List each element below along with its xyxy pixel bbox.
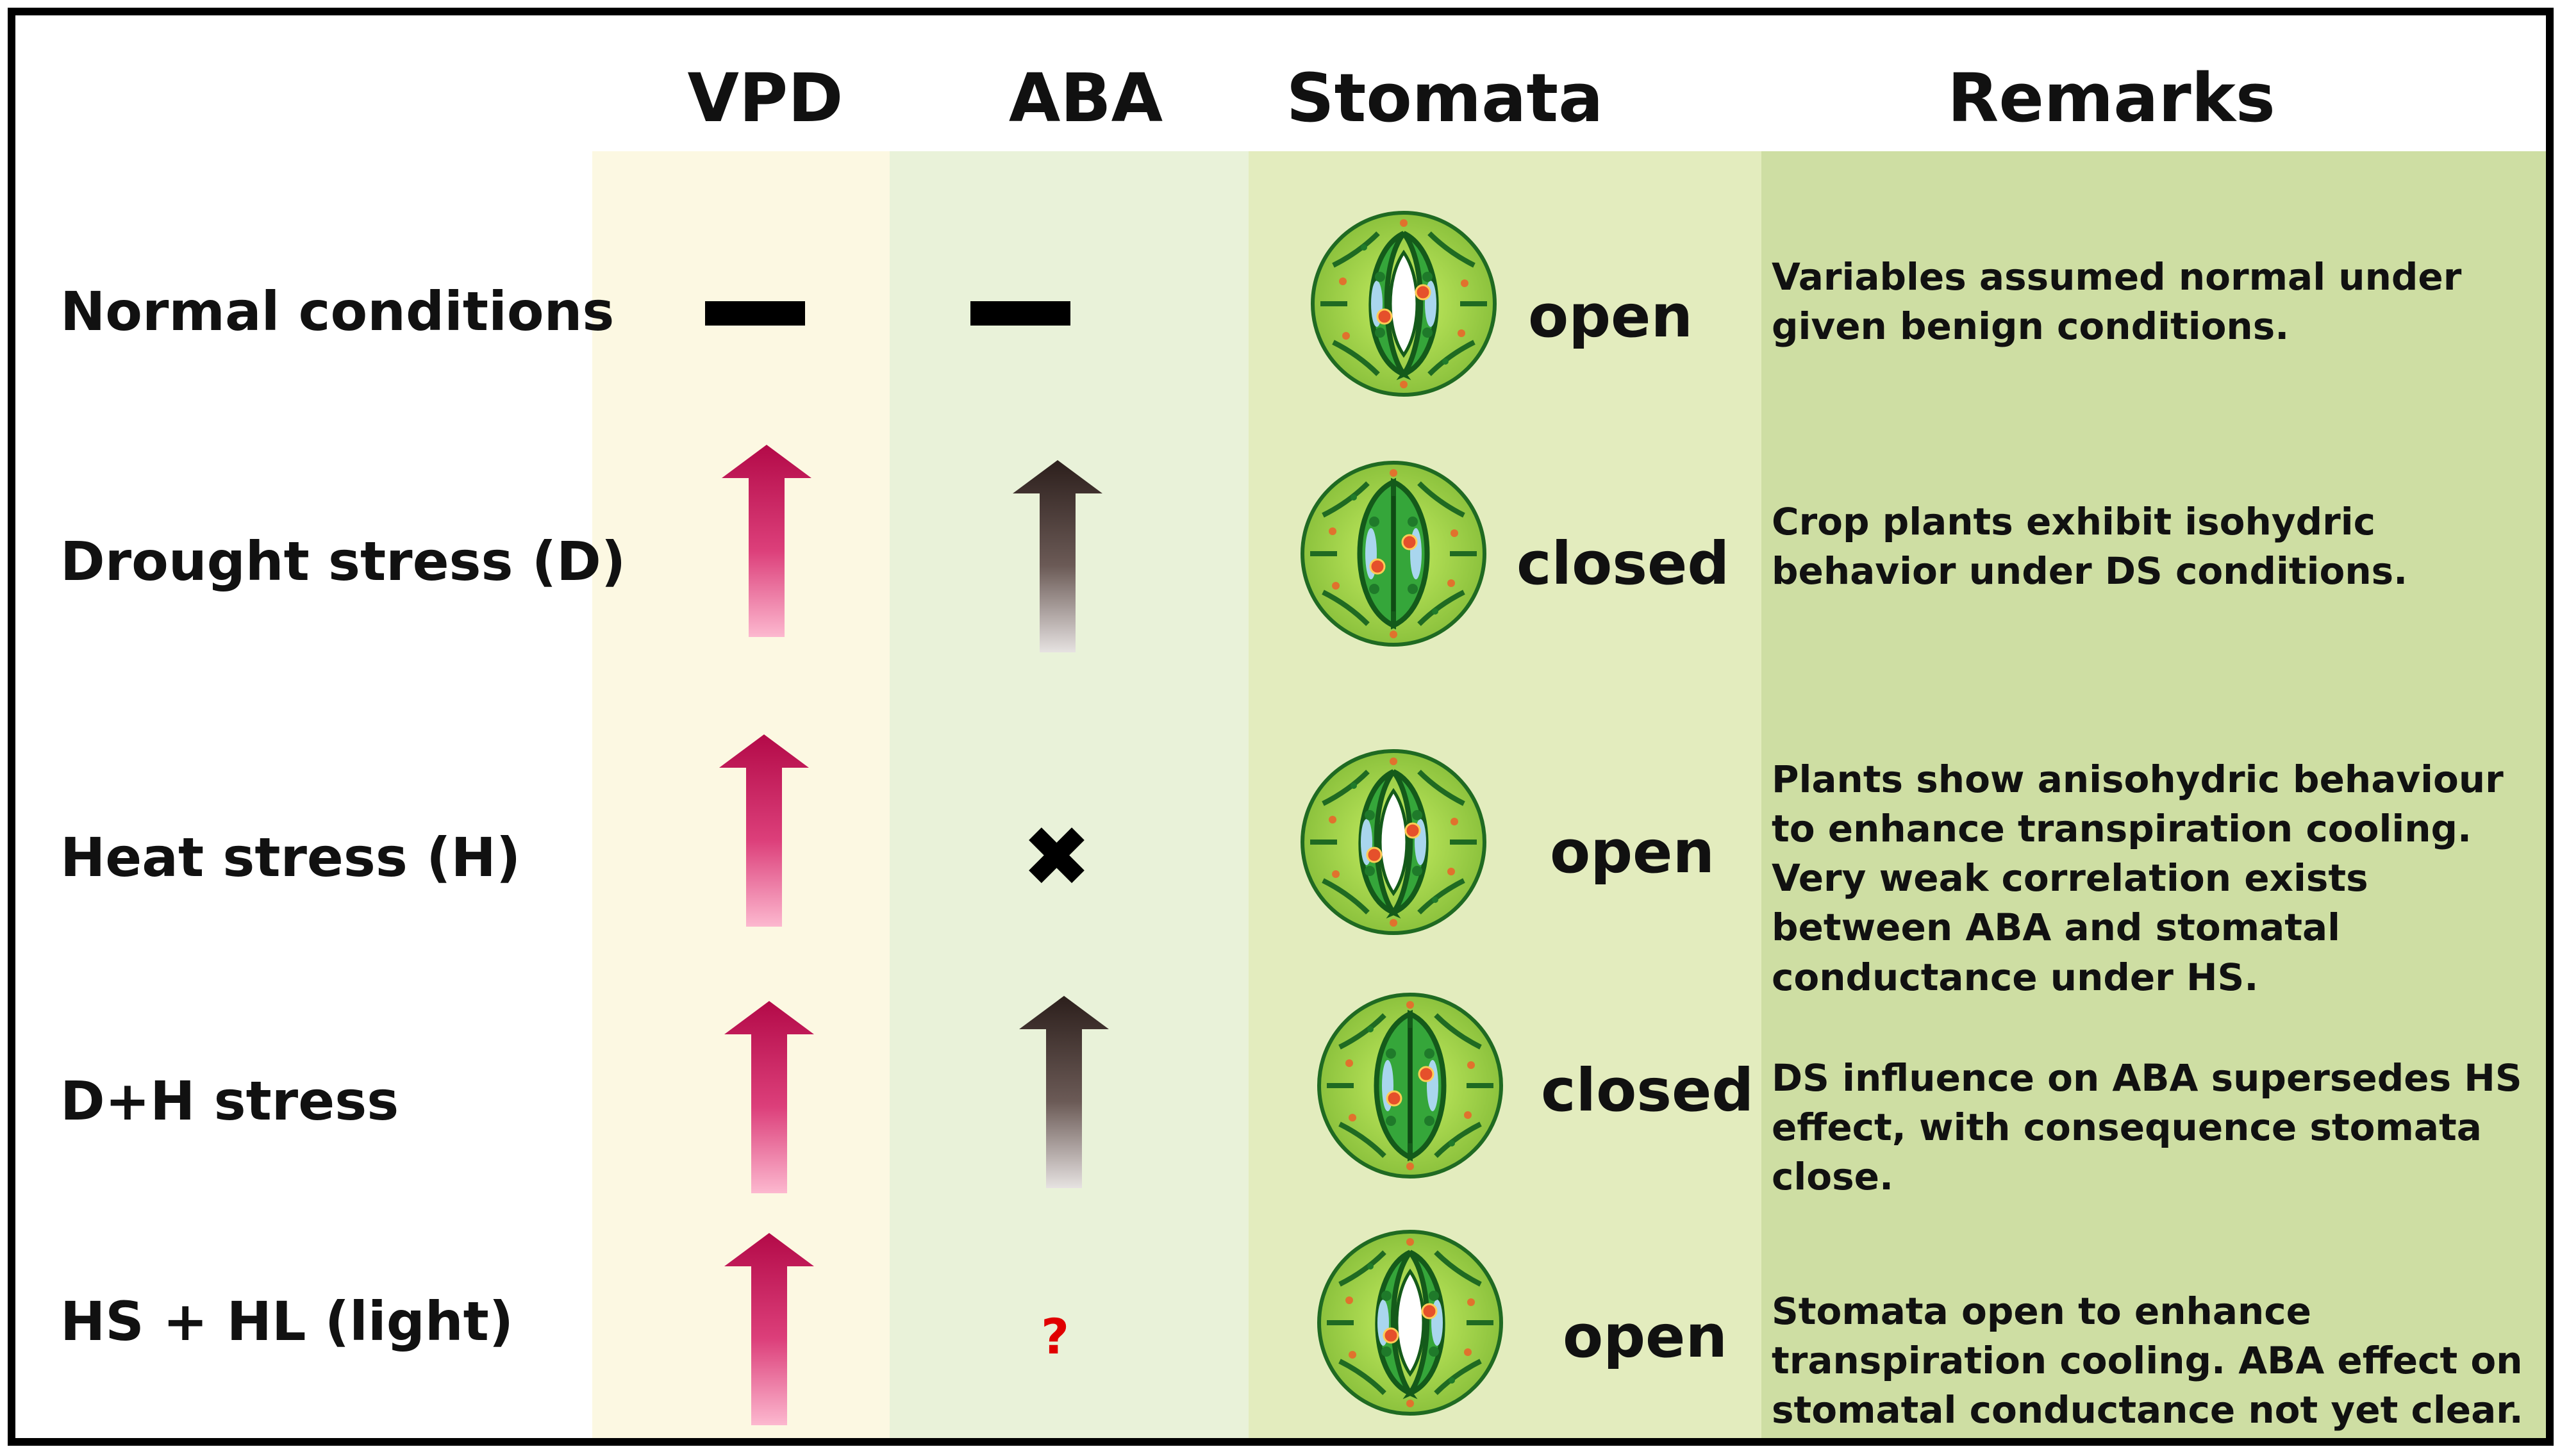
aba-up-arrow-icon [1019,996,1109,1188]
remark-text: Variables assumed normal under given ben… [1772,255,2462,349]
header-aba: ABA [1008,59,1163,137]
vpd-column-band [592,151,890,1438]
stomata-state: closed [1541,1056,1754,1125]
open-stoma-icon [1308,208,1500,400]
vpd-up-arrow-icon [724,1001,814,1193]
aba-no-effect-cross-icon: ✖ [1022,808,1092,906]
remark-text: DS influence on ABA supersedes HS effect… [1772,1056,2522,1199]
closed-stoma-icon [1314,989,1506,1182]
stomata-state: open [1563,1302,1727,1371]
closed-stoma-icon [1297,458,1490,650]
remarks-column-band [1761,151,2546,1438]
stomata-state: open [1550,818,1715,886]
figure-frame: VPD ABA Stomata Remarks Normal condition… [8,8,2554,1446]
open-stoma-icon [1297,746,1490,938]
aba-unclear-question-mark: ? [1041,1308,1070,1365]
aba-up-arrow-icon [1013,460,1102,652]
aba-dash-icon [970,301,1070,326]
stomata-state: open [1528,282,1693,351]
remark-text: Crop plants exhibit isohydric behavior u… [1772,500,2408,593]
row-label-dh: D+H stress [60,1070,399,1132]
aba-column-band [890,151,1249,1438]
row-label-heat: Heat stress (H) [60,826,521,889]
vpd-up-arrow-icon [724,1233,814,1425]
row-label-normal: Normal conditions [60,280,615,343]
header-remarks: Remarks [1947,59,2275,137]
row-label-drought: Drought stress (D) [60,530,626,593]
vpd-up-arrow-icon [722,445,811,637]
header-stomata: Stomata [1286,59,1604,137]
vpd-up-arrow-icon [719,734,809,927]
row-label-hs-hl: HS + HL (light) [60,1290,514,1353]
open-stoma-icon [1314,1227,1506,1419]
remark-text: Stomata open to enhance transpiration co… [1772,1289,2523,1432]
header-vpd: VPD [687,59,844,137]
vpd-dash-icon [705,301,805,326]
stomata-state: closed [1517,529,1730,598]
remark-text: Plants show anisohydric behaviour to enh… [1772,757,2504,999]
